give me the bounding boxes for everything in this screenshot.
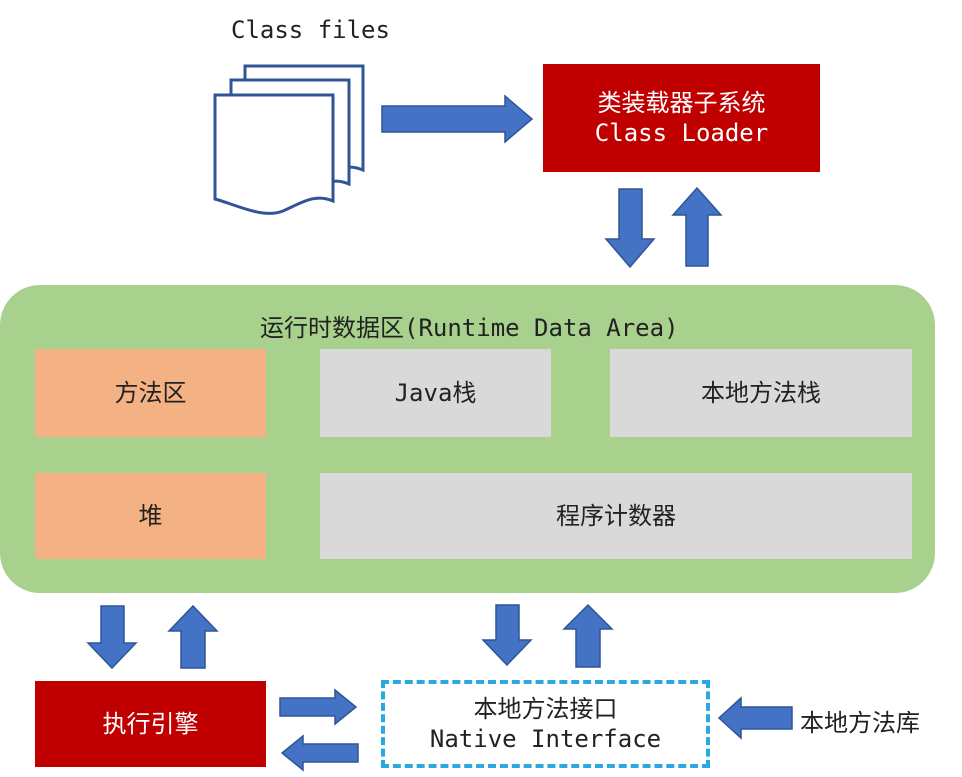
class-loader-box: 类装载器子系统 Class Loader xyxy=(543,64,820,172)
class-loader-label-en: Class Loader xyxy=(594,119,769,147)
method-area-box: 方法区 xyxy=(35,349,266,437)
arrow-up-icon xyxy=(671,186,723,267)
native-interface-label-en: Native Interface xyxy=(429,725,662,753)
native-method-stack-box: 本地方法栈 xyxy=(610,349,912,437)
runtime-data-area-title: 运行时数据区(Runtime Data Area) xyxy=(260,314,679,342)
arrow-down-icon xyxy=(604,188,656,269)
java-stack-box: Java栈 xyxy=(320,349,551,437)
document-stack-icon xyxy=(213,64,365,215)
arrow-up-icon xyxy=(167,604,219,669)
arrow-down-icon xyxy=(481,604,533,667)
execution-engine-box: 执行引擎 xyxy=(35,681,266,767)
arrow-left-icon xyxy=(717,696,793,740)
program-counter-box: 程序计数器 xyxy=(320,473,912,559)
arrow-left-icon xyxy=(280,734,359,772)
arrow-right-icon xyxy=(279,688,358,726)
arrow-down-icon xyxy=(86,605,138,670)
native-interface-label-cn: 本地方法接口 xyxy=(473,695,618,723)
native-interface-box: 本地方法接口 Native Interface xyxy=(381,680,710,768)
class-loader-label-cn: 类装载器子系统 xyxy=(597,89,766,117)
native-library-label: 本地方法库 xyxy=(800,709,920,737)
class-files-label: Class files xyxy=(231,16,390,44)
arrow-right-icon xyxy=(381,94,534,144)
heap-box: 堆 xyxy=(35,473,266,559)
arrow-up-icon xyxy=(562,603,614,668)
